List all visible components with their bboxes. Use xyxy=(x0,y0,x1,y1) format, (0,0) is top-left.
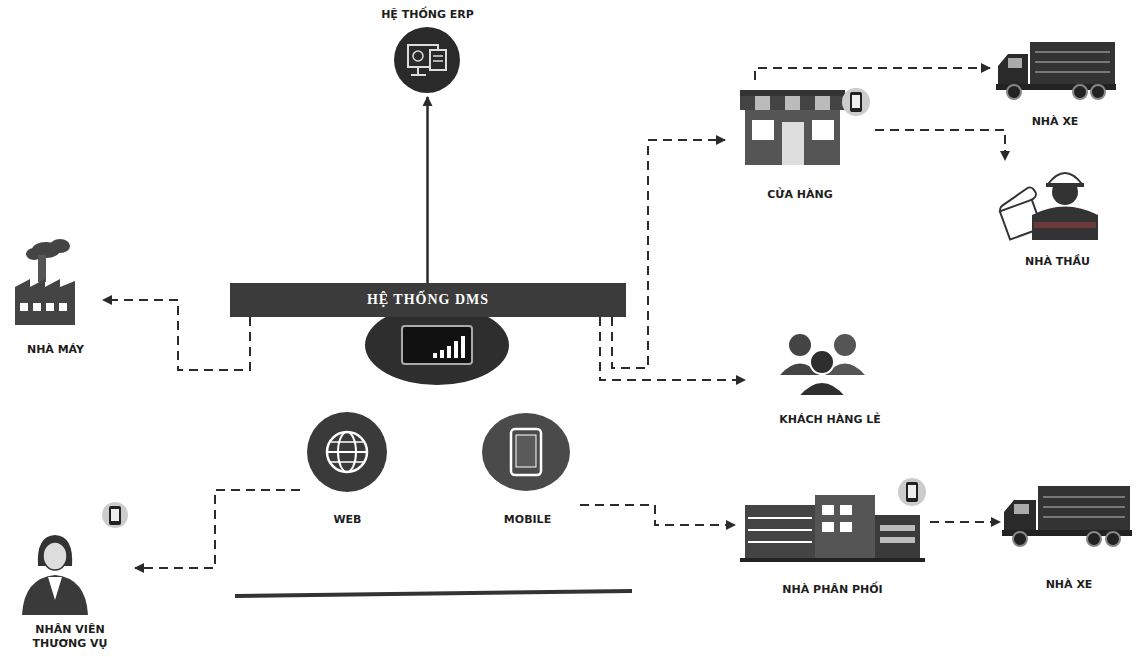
distributor-node: NHÀ PHÂN PHỐI xyxy=(735,480,930,600)
store-node: CỬA HÀNG xyxy=(725,80,875,205)
node-label: CỬA HÀNG xyxy=(767,188,833,202)
factory-icon xyxy=(15,239,75,325)
node-label: MOBILE xyxy=(504,513,551,527)
node-label: HỆ THỐNG ERP xyxy=(381,8,474,22)
dashed-arrow xyxy=(755,68,990,80)
channel-circle: WEB xyxy=(300,410,395,530)
contractor-node: NHÀ THẦU xyxy=(995,160,1120,272)
node-label: KHÁCH HÀNG LẺ xyxy=(779,413,881,427)
node-label: NHÀ THẦU xyxy=(1025,255,1090,269)
dashed-arrow xyxy=(580,505,735,525)
store-icon xyxy=(740,88,870,165)
truck-node: NHÀ XE xyxy=(1000,475,1138,595)
dashed-arrow xyxy=(600,317,745,380)
node-label: HỆ THỐNG DMS xyxy=(367,293,489,307)
dashed-arrow xyxy=(135,490,300,568)
dms-icon xyxy=(365,305,509,385)
base-line xyxy=(235,591,632,596)
dashed-arrow xyxy=(103,300,250,370)
node-label: NHÀ XE xyxy=(1046,578,1093,592)
employee-node: NHÂN VIÊN THƯƠNG VỤ xyxy=(5,512,135,654)
dashed-arrow xyxy=(875,130,1005,160)
node-label: NHÂN VIÊN THƯƠNG VỤ xyxy=(20,623,120,651)
system-circle: HỆ THỐNG ERP xyxy=(360,5,495,97)
channel-circle: MOBILE xyxy=(475,410,580,530)
solid-arrow xyxy=(426,97,429,283)
customers-icon xyxy=(780,334,865,396)
truck-icon xyxy=(1002,486,1132,546)
dashed-arrow xyxy=(930,521,1000,523)
system-band: HỆ THỐNG DMS xyxy=(230,283,626,317)
web-icon xyxy=(307,412,387,492)
dashed-arrow xyxy=(612,140,725,368)
employee-icon xyxy=(22,502,128,615)
contractor-icon xyxy=(998,173,1098,240)
distributor-icon xyxy=(740,478,926,562)
truck-icon xyxy=(996,42,1116,99)
node-label: NHÀ XE xyxy=(1032,115,1079,129)
node-label: NHÀ MÁY xyxy=(27,343,84,357)
mobile-icon xyxy=(482,413,570,491)
erp-icon xyxy=(394,27,460,93)
truck-node: NHÀ XE xyxy=(990,30,1120,132)
node-label: NHÀ PHÂN PHỐI xyxy=(782,583,882,597)
customer-node: KHÁCH HÀNG LẺ xyxy=(745,325,915,430)
node-label: WEB xyxy=(333,513,361,527)
factory-node: NHÀ MÁY xyxy=(8,238,103,360)
